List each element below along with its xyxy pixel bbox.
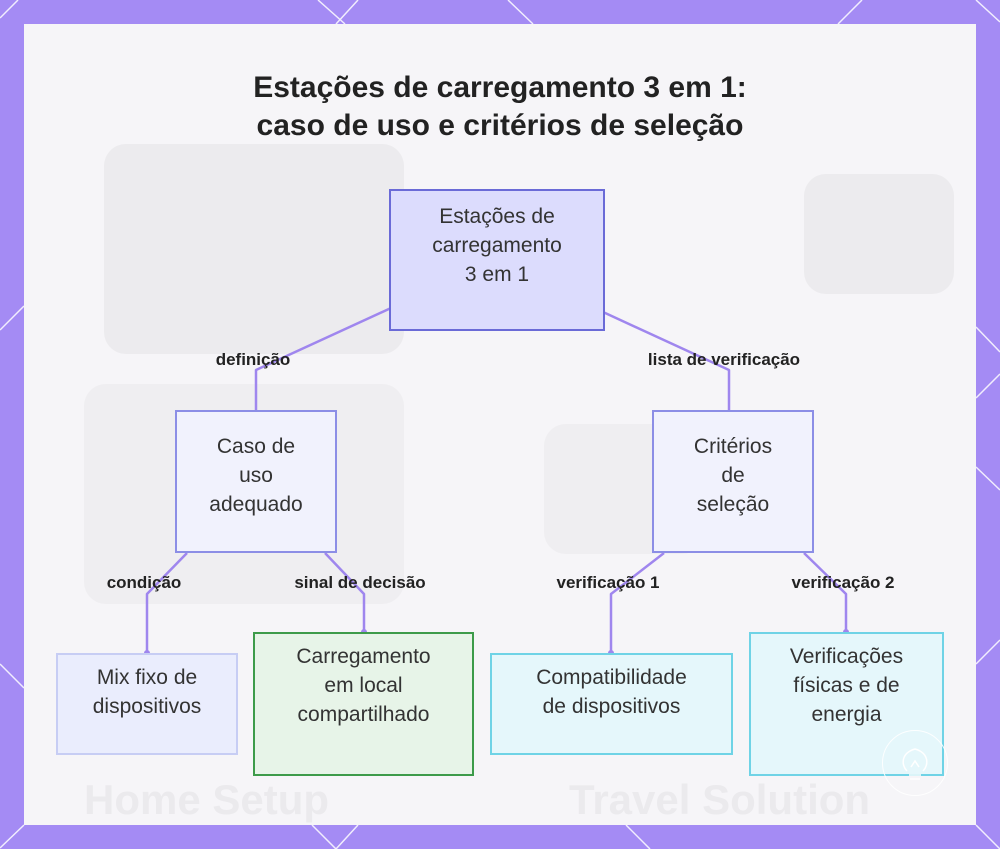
node-physical-line-1: Verificações <box>789 645 904 668</box>
background-text-left: Home Setup <box>84 776 330 823</box>
node-mix-line-1: Mix fixo de <box>96 666 198 689</box>
node-criteria-line-3: seleção <box>696 493 770 516</box>
bulb-icon <box>902 748 928 780</box>
node-compat: Compatibilidade de dispositivos <box>490 653 733 755</box>
diagram-title: Estações de carregamento 3 em 1: caso de… <box>24 69 976 145</box>
title-line-1: Estações de carregamento 3 em 1: <box>253 71 747 104</box>
bulb-badge-icon <box>882 730 948 796</box>
background-device-left <box>104 144 404 354</box>
node-criteria-line-2: de <box>721 464 745 487</box>
edge-label-condition: condição <box>106 573 182 592</box>
node-shared-line-2: em local <box>324 674 403 697</box>
node-shared-line-3: compartilhado <box>297 703 430 726</box>
node-shared-line-1: Carregamento <box>296 645 431 668</box>
node-root-line-3: 3 em 1 <box>464 263 530 286</box>
node-physical-line-2: físicas e de <box>793 674 900 697</box>
node-mix-line-2: dispositivos <box>92 695 202 718</box>
node-mix: Mix fixo de dispositivos <box>56 653 238 755</box>
node-use-case-line-3: adequado <box>209 493 303 516</box>
connector-criteria-physical <box>803 552 848 632</box>
node-physical-line-3: energia <box>811 703 882 726</box>
edge-label-decision: sinal de decisão <box>294 573 426 592</box>
node-criteria: Critérios de seleção <box>652 410 814 553</box>
node-shared: Carregamento em local compartilhado <box>253 632 474 776</box>
node-root: Estações de carregamento 3 em 1 <box>389 189 605 331</box>
node-use-case-line-2: uso <box>239 464 273 487</box>
connector-usecase-shared <box>324 552 366 632</box>
node-use-case-line-1: Caso de <box>216 435 296 458</box>
edge-label-definition: definição <box>215 350 291 369</box>
edge-label-check-1: verificação 1 <box>556 573 660 592</box>
title-line-2: caso de uso e critérios de seleção <box>256 109 744 142</box>
node-compat-line-2: de dispositivos <box>542 695 681 718</box>
connector-criteria-compat <box>609 552 665 653</box>
node-criteria-line-1: Critérios <box>693 435 773 458</box>
node-root-line-1: Estações de <box>439 205 555 228</box>
connector-root-usecase <box>254 306 392 410</box>
node-root-line-2: carregamento <box>432 234 562 257</box>
node-compat-line-1: Compatibilidade <box>536 666 687 689</box>
background-text-right: Travel Solution <box>569 776 871 823</box>
background-device-right <box>804 174 954 294</box>
connector-root-criteria <box>602 310 731 410</box>
node-use-case: Caso de uso adequado <box>175 410 337 553</box>
edge-label-check-2: verificação 2 <box>791 573 895 592</box>
connector-usecase-mix <box>145 552 188 653</box>
edge-label-checklist: lista de verificação <box>647 350 801 369</box>
connector-lines <box>144 306 849 656</box>
diagram-panel: Home Setup Travel Solution Estações de c… <box>24 24 976 825</box>
